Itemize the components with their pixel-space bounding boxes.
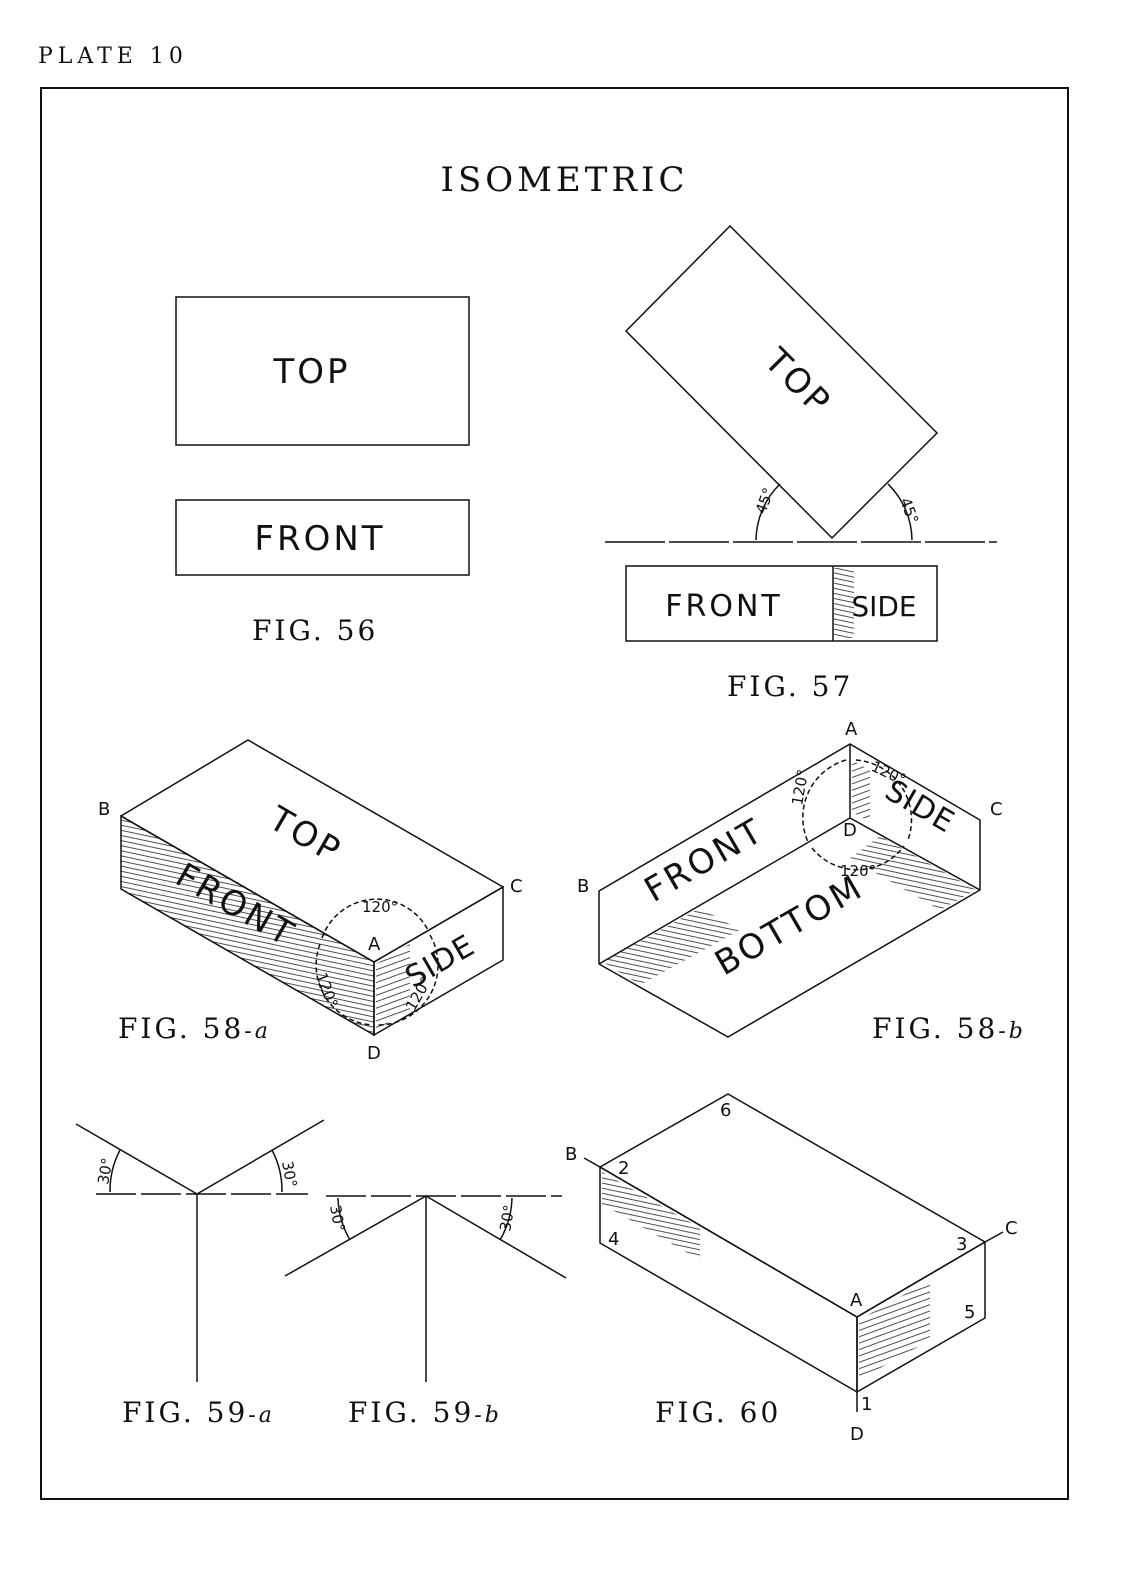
fig60-side-face	[856, 1240, 986, 1394]
fig57-side-label: SIDE	[851, 590, 916, 623]
fig59a-angle-left: 30°	[94, 1156, 116, 1185]
fig-59a-caption: FIG. 59-a	[122, 1396, 275, 1429]
fig57-top-rotated-rect	[624, 224, 939, 540]
fig-58b-caption: FIG. 58-b	[872, 1012, 1026, 1045]
fig57-angle-right: 45°	[896, 495, 922, 526]
fig57-angle-arc-right	[887, 483, 913, 541]
fig58b-point-a: A	[845, 719, 858, 740]
fig60-number-6: 6	[720, 1100, 731, 1121]
fig56-top-rect	[175, 296, 470, 446]
fig58b-angle-top: 120°	[868, 757, 908, 789]
fig57-top-label: TOP	[756, 340, 839, 423]
fig60-number-5: 5	[964, 1302, 975, 1323]
fig56-front-rect	[175, 499, 470, 576]
fig60-b-extension	[583, 1157, 601, 1168]
fig58a-top-label: TOP	[261, 798, 349, 872]
fig58a-arc-left	[315, 943, 373, 1026]
fig58b-front-label: FRONT	[638, 810, 772, 910]
fig58a-arc-right	[377, 934, 439, 1026]
fig60-c-extension	[984, 1231, 1004, 1243]
fig-57-caption: FIG. 57	[727, 670, 854, 703]
fig57-side-shading	[834, 568, 854, 638]
fig-56-caption: FIG. 56	[252, 614, 379, 647]
fig58b-bottom-shading-right	[850, 836, 976, 910]
fig58a-point-b: B	[98, 799, 110, 820]
fig58b-inner-right	[849, 817, 981, 891]
fig60-number-1: 1	[861, 1394, 872, 1415]
fig-59a	[75, 1119, 325, 1382]
fig58b-arc-left	[802, 759, 847, 843]
fig58b-bottom-label: BOTTOM	[708, 867, 870, 984]
fig58a-side-shading	[376, 944, 410, 1030]
fig58a-arc-top	[321, 898, 429, 939]
fig60-number-2: 2	[618, 1158, 629, 1179]
fig58a-angle-top: 120°	[362, 898, 398, 916]
fig57-front-label: FRONT	[665, 589, 782, 624]
fig58b-point-b: B	[577, 876, 589, 897]
fig58b-point-d: D	[843, 820, 857, 841]
fig-60-caption: FIG. 60	[655, 1396, 782, 1429]
fig59a-arc-right	[271, 1149, 283, 1193]
fig60-point-a: A	[850, 1290, 863, 1311]
plate-border	[40, 87, 1069, 1500]
fig59a-arc-left	[109, 1149, 121, 1193]
fig-58b	[598, 743, 981, 1038]
fig59b-arc-left	[337, 1197, 351, 1241]
fig-60	[583, 1093, 1004, 1412]
fig60-point-b: B	[565, 1144, 577, 1165]
fig56-front-label: FRONT	[254, 519, 385, 559]
fig57-front-side-rect	[625, 565, 938, 642]
fig59b-right-axis	[425, 1195, 567, 1279]
fig58b-inner-left	[598, 817, 851, 965]
fig58a-point-c: C	[510, 876, 523, 897]
fig57-angle-arc-left	[755, 483, 781, 541]
fig60-front-shading	[602, 1172, 700, 1260]
plate-number: PLATE 10	[38, 44, 188, 69]
fig60-number-3: 3	[956, 1234, 967, 1255]
fig58a-side-label: SIDE	[399, 928, 481, 995]
plate-title: ISOMETRIC	[440, 160, 689, 200]
fig58b-angle-left: 120°	[788, 768, 812, 807]
fig60-number-4: 4	[608, 1229, 619, 1250]
fig59b-left-axis	[284, 1195, 427, 1277]
fig59a-left-axis	[75, 1123, 198, 1195]
fig-57	[605, 224, 997, 642]
fig59b-angle-left: 30°	[326, 1204, 348, 1233]
fig59b-angle-right: 30°	[496, 1203, 518, 1232]
fig59a-angle-right: 30°	[278, 1160, 300, 1189]
fig58a-point-d: D	[367, 1043, 381, 1064]
fig-59b-caption: FIG. 59-b	[348, 1396, 502, 1429]
fig59a-right-axis	[196, 1119, 325, 1195]
fig58b-point-c: C	[990, 799, 1003, 820]
fig-56	[175, 296, 470, 576]
fig56-top-label: TOP	[272, 352, 350, 392]
fig58b-angle-bottom: 120°	[840, 862, 876, 880]
fig58a-side-face	[373, 885, 504, 1037]
fig58b-arc-bottom	[811, 845, 905, 871]
fig58b-side-shading	[852, 760, 870, 822]
fig58a-point-a: A	[368, 934, 381, 955]
fig-59b	[284, 1195, 567, 1382]
fig-58a	[119, 739, 505, 1037]
fig59b-arc-right	[499, 1197, 513, 1241]
fig60-point-c: C	[1005, 1218, 1018, 1239]
fig60-side-shading	[859, 1280, 930, 1380]
fig-58a-caption: FIG. 58-a	[118, 1012, 271, 1045]
fig60-point-d: D	[850, 1424, 864, 1445]
fig58b-bottom-shading-left	[603, 908, 740, 985]
